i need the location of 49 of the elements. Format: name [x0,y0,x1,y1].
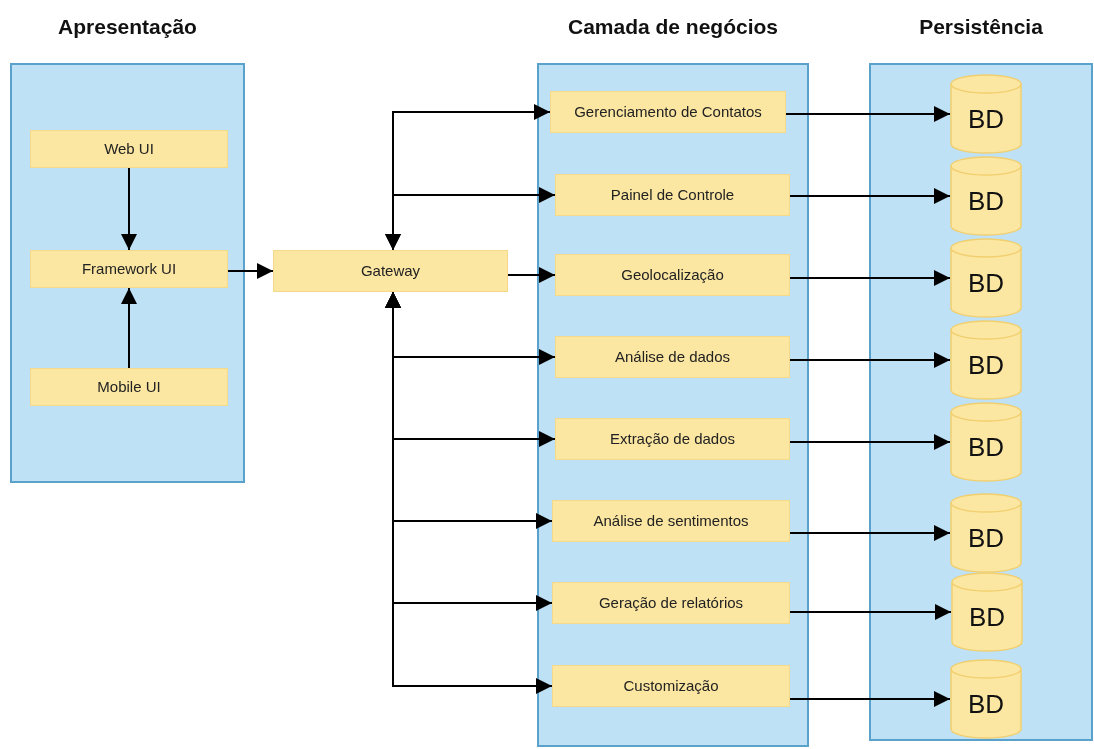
arrow [789,434,951,450]
component-label: Geração de relatórios [598,594,744,612]
database-label: BD [967,349,1005,381]
arrow [227,263,274,279]
arrow [789,604,952,620]
component-box [30,368,228,406]
component-label: Web UI [104,140,154,158]
layer-heading: Camada de negócios [567,15,779,39]
component-box [555,418,790,460]
arrow [121,167,137,251]
database-label: BD [967,522,1005,554]
component-label: Framework UI [81,260,177,278]
component-box [550,91,786,133]
component-label: Gerenciamento de Contatos [574,103,762,121]
component-label: Mobile UI [97,378,161,396]
database-label: BD [967,431,1005,463]
layer-heading: Persistência [919,15,1043,39]
component-box [555,174,790,216]
arrow [785,106,951,122]
component-box [555,254,790,296]
database-label: BD [967,103,1005,135]
component-box [273,250,508,292]
component-label: Extração de dados [609,430,736,448]
component-box [555,336,790,378]
component-box [552,665,790,707]
component-label: Geolocalização [621,266,724,284]
database-label: BD [967,267,1005,299]
component-box [30,130,228,168]
component-label: Análise de dados [614,348,731,366]
arrow [507,267,556,283]
arrow [789,270,951,286]
arrow [789,525,951,541]
component-box [552,582,790,624]
arrow [789,188,951,204]
arrow [385,291,553,694]
arrow [121,287,137,369]
arrow [789,691,951,707]
component-box [30,250,228,288]
component-label: Customização [623,677,719,695]
database-label: BD [967,185,1005,217]
layer-heading: Apresentação [58,15,197,39]
arrow [385,187,556,251]
database-label: BD [967,688,1005,720]
database-label: BD [968,601,1006,633]
arrow [789,352,951,368]
component-box [552,500,790,542]
component-label: Gateway [360,262,421,280]
component-label: Painel de Controle [610,186,735,204]
component-label: Análise de sentimentos [593,512,749,530]
